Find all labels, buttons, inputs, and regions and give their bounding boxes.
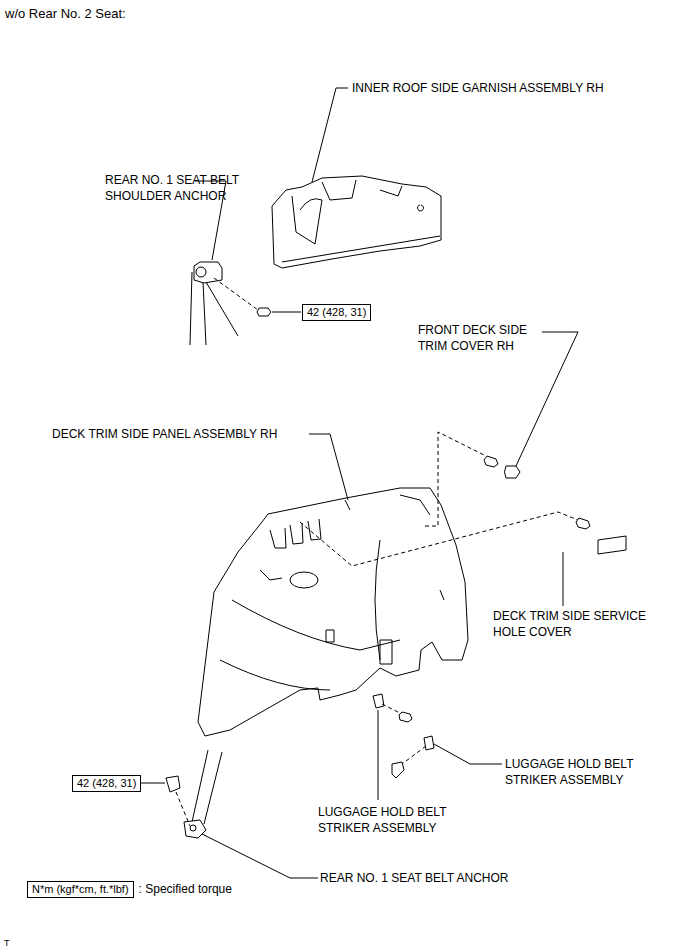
dashed-line (402, 746, 426, 764)
garnish-outline (272, 176, 441, 268)
part-name: FRONT DECK SIDE TRIM COVER RH (418, 322, 540, 354)
panel-detail (220, 495, 444, 690)
garnish-detail (282, 180, 440, 262)
leader-line (563, 552, 564, 606)
bolt (576, 518, 590, 529)
dashed-line (176, 792, 190, 826)
dashed-line (382, 704, 402, 714)
striker (373, 694, 384, 708)
torque-value: 42 (428, 31) (302, 304, 371, 321)
heading: w/o Rear No. 2 Seat: (5, 6, 126, 22)
dashed-line (300, 512, 578, 566)
service-hole-cover (598, 536, 626, 554)
dashed-line (425, 432, 486, 526)
belt-anchor (184, 820, 206, 838)
bolt (399, 712, 412, 722)
dashed-line (214, 278, 258, 310)
shoulder-anchor (194, 262, 222, 283)
bolt (484, 456, 498, 467)
leader-line (141, 783, 318, 878)
figure-mark: T (4, 935, 24, 949)
torque-value: 42 (428, 31) (72, 775, 141, 792)
panel-outline (198, 488, 468, 736)
leader-line (516, 332, 578, 466)
leader-line (272, 312, 301, 313)
belt-webbing (192, 750, 222, 824)
belt-webbing (190, 272, 238, 345)
torque-box: 42 (428, 31) (302, 304, 371, 321)
torque-box: 42 (428, 31) (72, 775, 141, 792)
legend-text: : Specified torque (134, 883, 232, 896)
torque-value: N*m (kgf*cm, ft.*lbf) (27, 881, 134, 898)
bolt (392, 762, 404, 778)
part-name: REAR NO. 1 SEAT BELT ANCHOR (320, 870, 580, 886)
leader-line (378, 710, 502, 800)
part-name: LUGGAGE HOLD BELT STRIKER ASSEMBLY (505, 756, 645, 788)
part-name: LUGGAGE HOLD BELT STRIKER ASSEMBLY (318, 804, 458, 836)
torque-legend: N*m (kgf*cm, ft.*lbf): Specified torque (27, 881, 232, 898)
trim-cover (505, 466, 521, 478)
part-name: INNER ROOF SIDE GARNISH ASSEMBLY RH (352, 80, 672, 96)
part-name: REAR NO. 1 SEAT BELT SHOULDER ANCHOR (105, 172, 255, 204)
bolt (257, 308, 271, 316)
bolt (166, 776, 180, 792)
part-name: DECK TRIM SIDE PANEL ASSEMBLY RH (52, 426, 312, 442)
striker (424, 736, 434, 750)
part-name: DECK TRIM SIDE SERVICE HOLE COVER (493, 608, 665, 640)
